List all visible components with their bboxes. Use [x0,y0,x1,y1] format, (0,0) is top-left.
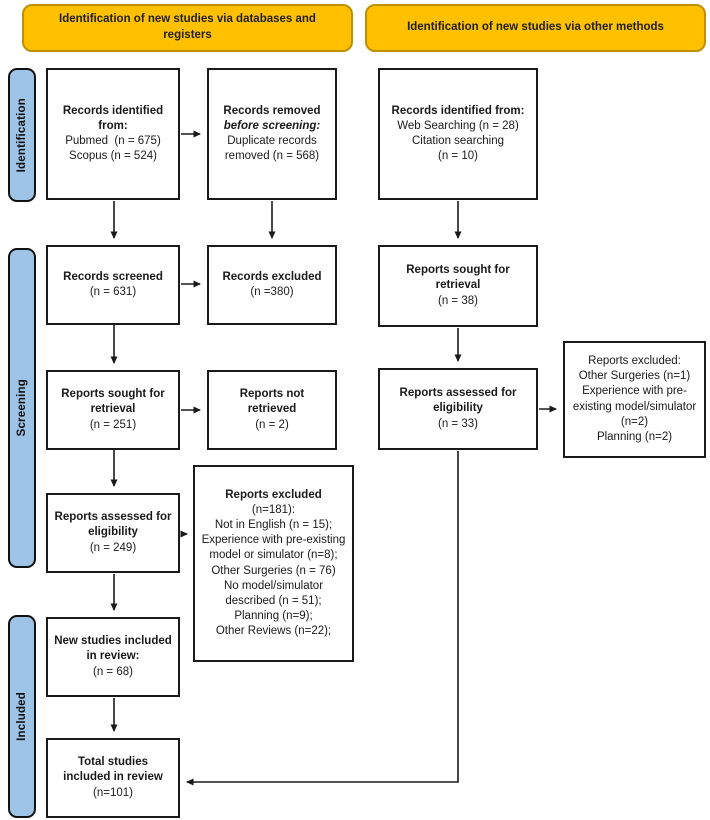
box-line: Duplicate records removed (n = 568) [224,135,320,163]
header-other-label: Identification of new studies via other … [407,21,664,34]
box-line: (n = 38) [438,294,478,307]
box-line: (n = 33) [438,417,478,430]
box-line: Pubmed (n = 675) [65,135,161,147]
box-total-studies-included: Total studies included in review (n=101) [46,738,180,818]
box-title: Records identified from: [62,104,167,132]
box-line: (n=101) [93,786,133,799]
box-line: (n = 251) [89,418,137,431]
box-title: Records removed [223,104,321,117]
box-line: (n = 2) [255,418,289,431]
phase-bar-screening: Screening [8,248,36,568]
box-reports-excluded-other: Reports excluded: Other Surgeries (n=1) … [563,341,706,458]
box-records-screened: Records screened (n = 631) [46,245,180,325]
box-title: Reports sought for retrieval [61,388,168,416]
box-reports-assessed-eligibility-other: Reports assessed for eligibility (n = 33… [378,368,538,450]
header-databases-label: Identification of new studies via databa… [59,13,316,41]
box-line: Citation searching [411,135,505,147]
box-title: New studies included in review: [54,635,175,663]
box-line: Scopus (n = 524) [69,150,157,163]
box-reports-sought-retrieval-other: Reports sought for retrieval (n = 38) [378,245,538,327]
header-other-methods: Identification of new studies via other … [365,4,706,52]
box-records-excluded: Records excluded (n =380) [207,245,337,325]
phase-label-included: Included [16,692,28,741]
box-line: Other Reviews (n=22); [215,625,332,638]
box-title: Records screened [63,270,163,283]
box-line: Web Searching (n = 28) [397,119,519,132]
box-line: No model/simulator described (n = 51); [223,579,327,607]
box-title: Reports sought for retrieval [406,264,513,292]
box-line: Experience with pre-existing model/simul… [572,385,700,428]
box-title: Records excluded [222,270,322,283]
box-title: Reports assessed for eligibility [399,387,520,415]
phase-label-identification: Identification [16,97,28,173]
box-line: Planning (n=9); [234,610,313,623]
box-records-identified-other: Records identified from: Web Searching (… [378,68,538,200]
box-line: Other Surgeries (n=1) [578,370,691,383]
box-line: Reports excluded: [588,354,681,367]
box-title: Reports excluded [225,488,322,501]
phase-label-screening: Screening [16,379,28,437]
box-line: Planning (n=2) [596,430,673,443]
box-line: (n = 249) [89,541,137,554]
box-line: (n = 631) [89,286,137,298]
header-databases-registers: Identification of new studies via databa… [22,4,353,52]
phase-bar-identification: Identification [8,68,36,202]
box-line: Experience with pre-existing model or si… [201,534,349,562]
box-reports-assessed-eligibility-databases: Reports assessed for eligibility (n = 24… [46,493,180,573]
box-title: Reports not retrieved [239,388,308,416]
box-title: Total studies included in review [63,756,163,784]
box-reports-sought-retrieval-databases: Reports sought for retrieval (n = 251) [46,370,180,450]
box-records-removed-before-screening: Records removed before screening: Duplic… [207,68,337,200]
box-line: (n = 68) [93,665,133,678]
box-reports-excluded-181: Reports excluded (n=181): Not in English… [193,465,354,662]
box-subtitle: before screening: [223,119,321,132]
box-line: (n =380) [250,286,294,298]
phase-bar-included: Included [8,615,36,818]
box-new-studies-included: New studies included in review: (n = 68) [46,617,180,697]
box-line: Other Surgeries (n = 76) [211,564,336,577]
box-title: Reports assessed for eligibility [54,511,175,539]
box-title: Records identified from: [391,104,525,117]
box-line: Not in English (n = 15); [214,518,333,531]
box-line: (n = 10) [438,150,478,163]
box-line: (n=181): [251,503,296,516]
box-records-identified-databases: Records identified from: Pubmed (n = 675… [46,68,180,200]
box-reports-not-retrieved: Reports not retrieved (n = 2) [207,370,337,450]
